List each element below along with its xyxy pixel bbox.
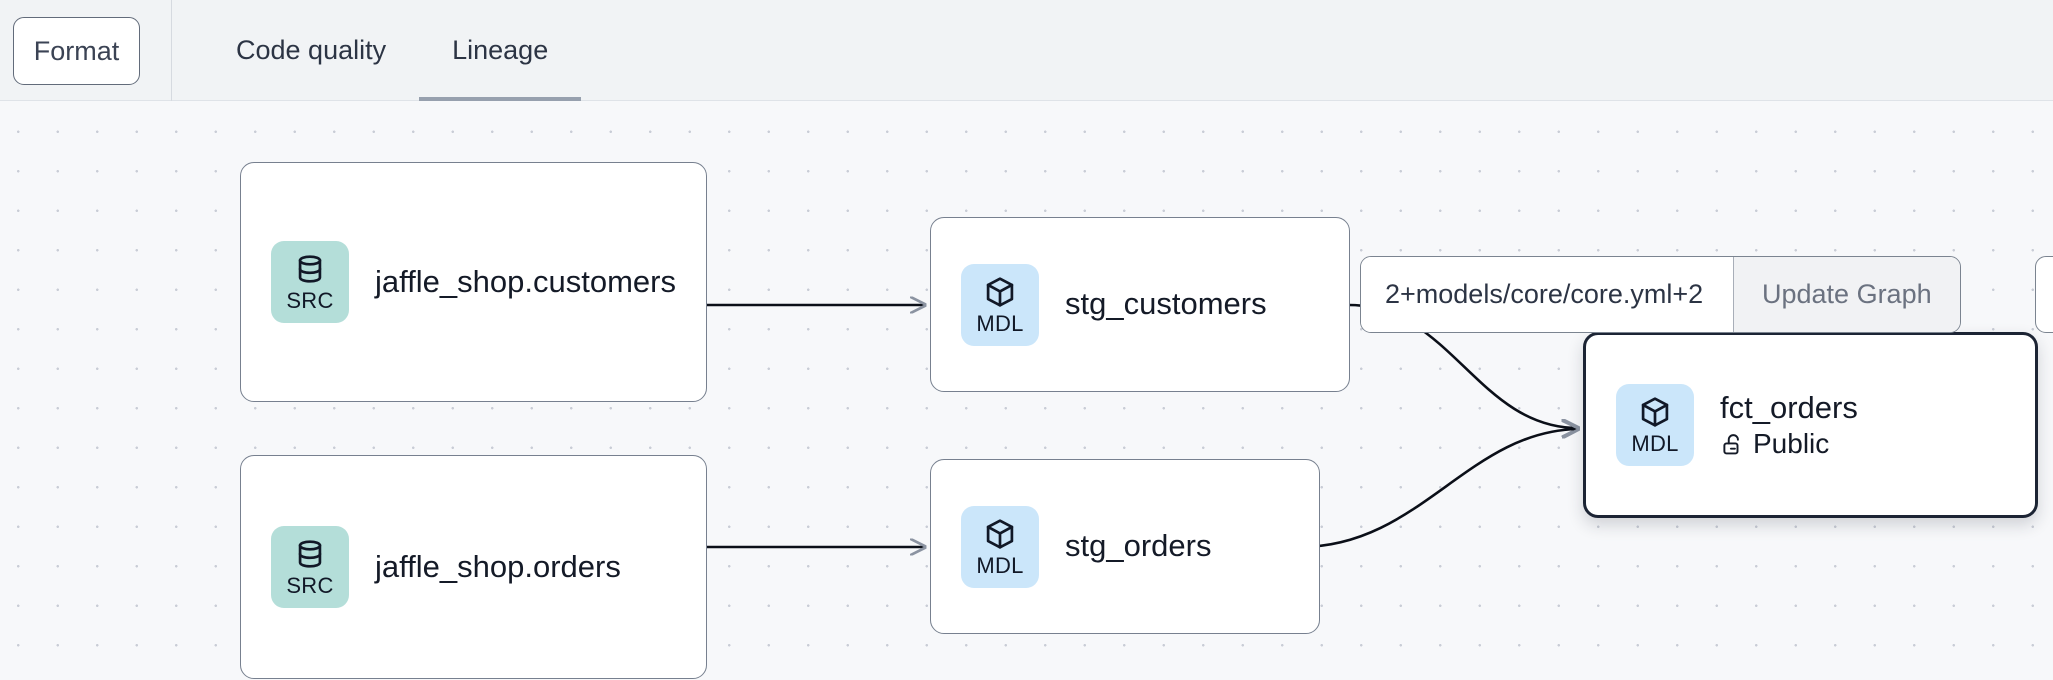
cube-icon xyxy=(983,517,1017,551)
node-fct-orders[interactable]: MDL fct_orders Public xyxy=(1583,332,2038,518)
node-title: jaffle_shop.orders xyxy=(375,548,621,584)
node-stg-orders[interactable]: MDL stg_orders xyxy=(930,459,1320,634)
database-icon xyxy=(293,252,327,286)
graph-selector-toolbar: Update Graph xyxy=(1360,256,1961,333)
node-badge-mdl: MDL xyxy=(961,505,1039,588)
tab-code-quality[interactable]: Code quality xyxy=(236,35,387,65)
node-jaffle-shop-customers[interactable]: SRC jaffle_shop.customers xyxy=(240,162,707,402)
node-stg-customers[interactable]: MDL stg_customers xyxy=(930,217,1350,392)
node-title: stg_customers xyxy=(1065,286,1267,322)
node-badge-src: SRC xyxy=(271,526,349,608)
node-badge-label: SRC xyxy=(286,288,334,313)
node-badge-label: MDL xyxy=(1631,431,1679,456)
node-badge-label: MDL xyxy=(976,310,1024,336)
unlock-icon xyxy=(1720,432,1745,457)
update-graph-button[interactable]: Update Graph xyxy=(1733,257,1960,332)
node-jaffle-shop-orders[interactable]: SRC jaffle_shop.orders xyxy=(240,455,707,679)
node-text: jaffle_shop.customers xyxy=(375,264,676,301)
selector-input[interactable] xyxy=(1361,257,1733,332)
tab-lineage[interactable]: Lineage xyxy=(419,0,582,101)
node-badge-label: MDL xyxy=(976,552,1024,578)
format-button[interactable]: Format xyxy=(13,17,140,85)
node-text: fct_orders Public xyxy=(1720,390,1858,461)
node-visibility-label: Public xyxy=(1753,428,1830,460)
node-badge-src: SRC xyxy=(271,241,349,323)
header-divider xyxy=(171,0,172,101)
node-text: stg_customers xyxy=(1065,286,1267,323)
cube-icon xyxy=(1638,395,1672,429)
tab-bar: Code quality Lineage xyxy=(203,0,582,101)
graph-side-panel[interactable] xyxy=(2035,256,2053,333)
node-title: stg_orders xyxy=(1065,528,1212,564)
node-visibility: Public xyxy=(1720,428,1858,460)
editor-header: Format Code quality Lineage xyxy=(0,0,2053,101)
node-text: stg_orders xyxy=(1065,528,1211,565)
lineage-canvas[interactable]: SRC jaffle_shop.customers SRC jaffle_sh xyxy=(0,101,2053,680)
node-text: jaffle_shop.orders xyxy=(375,549,621,586)
node-title: fct_orders xyxy=(1720,389,1858,425)
node-badge-mdl: MDL xyxy=(961,263,1039,346)
node-badge-mdl: MDL xyxy=(1616,384,1694,466)
node-badge-label: SRC xyxy=(286,573,334,598)
cube-icon xyxy=(983,275,1017,309)
database-icon xyxy=(293,537,327,571)
node-title: jaffle_shop.customers xyxy=(375,263,676,299)
edge-stg-orders-to-fct-orders xyxy=(1299,429,1578,549)
